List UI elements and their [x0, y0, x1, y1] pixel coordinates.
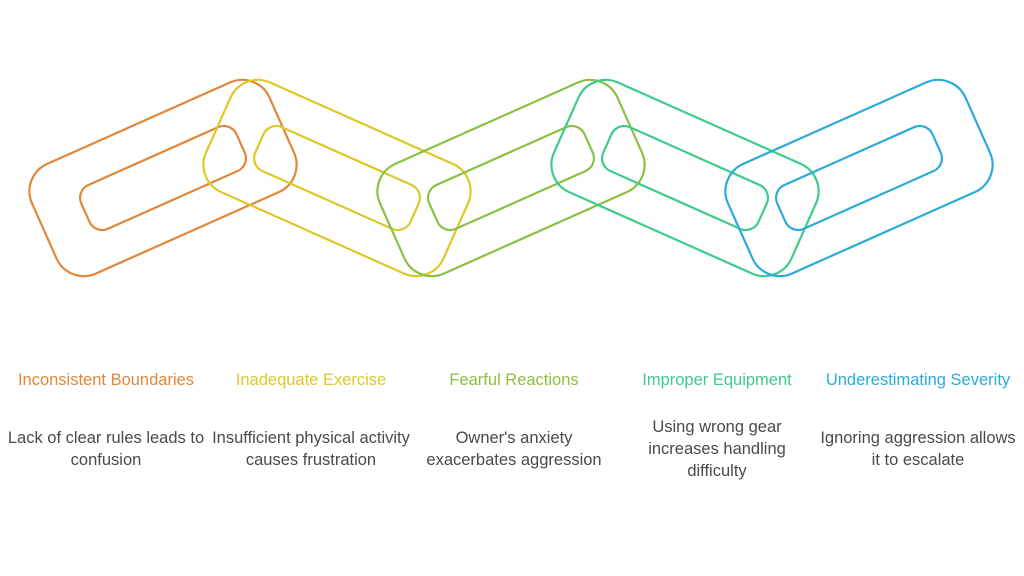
chain-link-inner — [426, 124, 596, 232]
chain-link-inner — [600, 124, 770, 232]
chain-link-outer — [202, 78, 472, 278]
chain-link-inadequate-exercise — [202, 78, 472, 278]
chain-link-fearful-reactions — [376, 78, 646, 278]
chain-link-inner — [78, 124, 248, 232]
step-fearful-reactions: Fearful Reactions Owner's anxiety exacer… — [414, 356, 614, 494]
step-title: Fearful Reactions — [449, 371, 579, 389]
step-inadequate-exercise: Inadequate Exercise Insufficient physica… — [211, 356, 411, 494]
chain-link-improper-equipment — [550, 78, 820, 278]
step-title: Inadequate Exercise — [235, 371, 387, 389]
step-title: Improper Equipment — [642, 371, 792, 389]
chain-link-inconsistent-boundaries — [28, 78, 298, 278]
step-underestimating-severity: Underestimating Severity Ignoring aggres… — [818, 356, 1018, 494]
step-description: Lack of clear rules leads to confusion — [7, 429, 205, 469]
chain-link-outer — [376, 78, 646, 278]
chain-link-outer — [550, 78, 820, 278]
step-improper-equipment: Improper Equipment Using wrong gear incr… — [617, 356, 817, 494]
step-inconsistent-boundaries: Inconsistent Boundaries Lack of clear ru… — [6, 356, 206, 494]
chain-link-inner — [774, 124, 944, 232]
chain-link-inner — [252, 124, 422, 232]
step-description: Using wrong gear increases handling diff… — [648, 418, 786, 480]
step-description: Ignoring aggression allows it to escalat… — [820, 429, 1016, 469]
step-description: Owner's anxiety exacerbates aggression — [426, 429, 602, 469]
step-title: Inconsistent Boundaries — [17, 371, 195, 389]
step-description: Insufficient physical activity causes fr… — [212, 429, 410, 469]
step-title: Underestimating Severity — [825, 371, 1011, 389]
chain-link-outer — [724, 78, 994, 278]
chain-link-outer — [28, 78, 298, 278]
chain-diagram — [28, 78, 994, 278]
chain-link-underestimating-severity — [724, 78, 994, 278]
